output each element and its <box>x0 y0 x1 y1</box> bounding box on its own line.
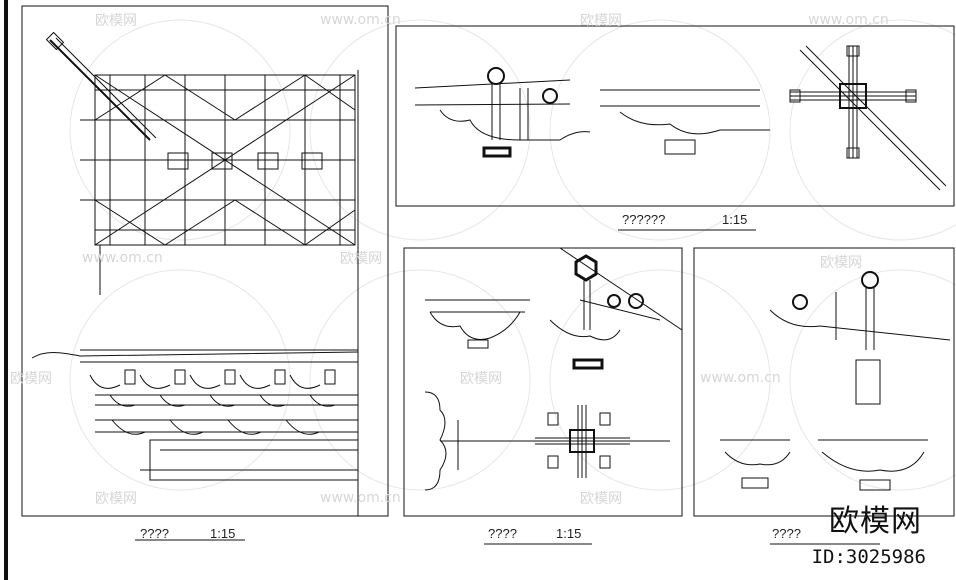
bracket-plan-cross <box>789 45 947 191</box>
watermark-url: www.om.cn <box>320 490 401 506</box>
watermark-brand: 欧模网 <box>580 491 622 507</box>
left-panel-title: ???? <box>140 526 169 541</box>
watermark-circles <box>69 19 956 491</box>
watermark-brand: 欧模网 <box>820 255 862 271</box>
mid-panel-title: ???? <box>488 526 517 541</box>
bracket-corner-elevation <box>769 271 951 405</box>
right-panel-title: ???? <box>772 526 801 541</box>
mid-panel-scale: 1:15 <box>556 526 582 541</box>
bracket-side-view-1 <box>414 67 591 158</box>
watermark-brand: 欧模网 <box>95 13 137 29</box>
bracket-elevation-view <box>31 349 359 481</box>
right-panel-frame <box>693 247 955 517</box>
bracket-plan-cross-2 <box>535 405 630 478</box>
mid-diag <box>559 247 683 331</box>
brand-logo-text: 欧模网 <box>829 504 922 539</box>
bracket-plan-view <box>45 31 356 295</box>
left-panel-scale: 1:15 <box>210 526 236 541</box>
mid-panel-frame <box>403 247 683 517</box>
watermark-brand: 欧模网 <box>10 371 52 387</box>
brand-id: ID:3025986 <box>811 546 926 568</box>
watermark-url: www.om.cn <box>82 250 163 266</box>
top-right-panel-scale: 1:15 <box>722 212 748 227</box>
left-panel-frame <box>21 5 389 517</box>
bracket-corner-front <box>720 439 928 491</box>
watermark-url: www.om.cn <box>320 12 401 28</box>
top-right-panel-title: ?????? <box>622 212 666 227</box>
top-right-panel-frame <box>395 25 955 207</box>
watermark-brand: 欧模网 <box>340 251 382 267</box>
watermark-url: www.om.cn <box>808 12 889 28</box>
bracket-front-view <box>425 299 530 349</box>
bracket-section-view <box>549 254 661 370</box>
watermark-url: www.om.cn <box>700 370 781 386</box>
watermark-brand: 欧模网 <box>580 13 622 29</box>
watermark-brand: 欧模网 <box>460 371 502 387</box>
bracket-half-plan <box>424 391 670 491</box>
watermark-brand: 欧模网 <box>95 491 137 507</box>
bracket-side-view-2 <box>600 89 770 155</box>
